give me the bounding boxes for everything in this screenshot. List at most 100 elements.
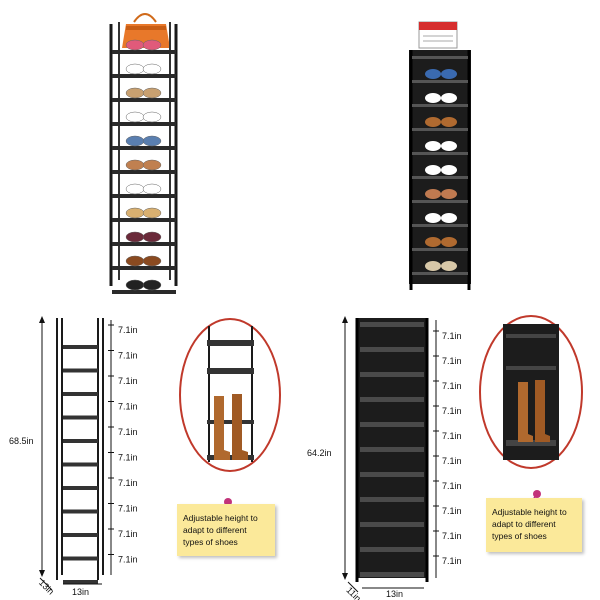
shelf [63, 533, 98, 537]
shoe-icon [441, 237, 457, 247]
shelf [63, 345, 98, 349]
shoe-icon [425, 117, 441, 127]
calendar-icon [418, 21, 458, 49]
shoe-icon [142, 279, 162, 291]
shelf [360, 497, 424, 502]
shoe-icon [125, 111, 145, 123]
depth-label-right: 11in [344, 585, 363, 600]
shoe-icon [425, 189, 441, 199]
shelf [63, 509, 98, 514]
shoe-icon [425, 237, 441, 247]
shelf-gap-label: 7.1in [118, 478, 138, 488]
shelf-gap-label: 7.1in [118, 555, 138, 565]
shoe-icon [125, 159, 145, 171]
note-text: Adjustable height to adapt to different … [492, 507, 567, 541]
shelf-gap-label: 7.1in [118, 351, 138, 361]
adjustable-height-note-left: Adjustable height to adapt to different … [177, 504, 275, 556]
shoe-icon [125, 39, 145, 51]
shelf [412, 200, 468, 203]
shelf-gap-label: 7.1in [118, 529, 138, 539]
shelf [412, 176, 468, 179]
height-label-left: 68.5in [9, 436, 34, 446]
shoe-icon [425, 261, 441, 271]
adjustable-height-note-right: Adjustable height to adapt to different … [486, 498, 582, 552]
shelf [112, 170, 176, 174]
shoe-icon [125, 279, 145, 291]
shelf-gap-label: 7.1in [442, 406, 462, 416]
shelf-gap-label: 7.1in [442, 381, 462, 391]
shoe-icon [125, 255, 145, 267]
shelf [360, 347, 424, 352]
shelf [112, 266, 176, 270]
shoe-icon [125, 207, 145, 219]
shelf [412, 80, 468, 83]
shoe-icon [142, 159, 162, 171]
shelf [112, 50, 176, 54]
shoe-icon [142, 255, 162, 267]
fabric-shoe-rack-photo [409, 21, 471, 290]
shelf [112, 122, 176, 126]
shelf [112, 146, 176, 150]
shoe-icon [441, 189, 457, 199]
shoe-icon [125, 63, 145, 75]
shelf [360, 447, 424, 452]
fabric-rack-dimension-diagram: 7.1in 7.1in 7.1in 7.1in 7.1in 7.1in 7.1in 7.1in… [342, 316, 462, 593]
depth-label-left: 13in [37, 578, 56, 597]
shoe-icon [425, 213, 441, 223]
boots-icon [518, 380, 550, 442]
shoe-icon [142, 39, 162, 51]
shelf-gap-label: 7.1in [118, 376, 138, 386]
shelf [412, 152, 468, 155]
shoe-icon [142, 111, 162, 123]
shelf-gap-label: 7.1in [442, 456, 462, 466]
shoe-icon [441, 117, 457, 127]
shelf-gap-label: 7.1in [118, 325, 138, 335]
shelf-gap-label: 7.1in [442, 481, 462, 491]
shoe-icon [142, 87, 162, 99]
shelf-gap-label: 7.1in [442, 506, 462, 516]
width-label-left: 13in [72, 587, 89, 597]
shelf [63, 486, 98, 490]
mesh-rack-dimension-diagram: 7.1in 7.1in 7.1in 7.1in 7.1in 7.1in 7.1in 7.1in… [39, 316, 138, 591]
shelf-gap-label: 7.1in [442, 531, 462, 541]
mesh-shoe-rack-photo [109, 13, 178, 294]
shelf [360, 372, 424, 377]
shelf-gap-label: 7.1in [442, 331, 462, 341]
shoe-icon [441, 93, 457, 103]
shelf-gap-label: 7.1in [118, 453, 138, 463]
height-label-right: 64.2in [307, 448, 332, 458]
shelf [412, 248, 468, 251]
shelf-gap-label: 7.1in [118, 504, 138, 514]
shoe-icon [425, 93, 441, 103]
shelf [360, 422, 424, 427]
shoe-icon [441, 165, 457, 175]
shelf [412, 128, 468, 131]
shelf [360, 322, 424, 327]
boots-icon [214, 394, 248, 460]
shelf-gap-label: 7.1in [442, 356, 462, 366]
shoe-icon [441, 69, 457, 79]
shelf [360, 547, 424, 552]
width-label-right: 13in [386, 589, 403, 599]
shelf [360, 572, 424, 577]
shelf [112, 98, 176, 102]
boot-shelf-callout-left [179, 318, 281, 472]
shelf [412, 104, 468, 107]
shoe-icon [142, 231, 162, 243]
shoe-icon [125, 231, 145, 243]
shoe-icon [425, 69, 441, 79]
shoe-icon [142, 183, 162, 195]
shoe-icon [125, 183, 145, 195]
shoe-icon [142, 63, 162, 75]
shoe-icon [125, 87, 145, 99]
shelf [412, 56, 468, 59]
shoe-icon [441, 261, 457, 271]
shelf [360, 472, 424, 477]
shoe-icon [425, 165, 441, 175]
shoe-icon [441, 141, 457, 151]
shelf-gap-label: 7.1in [118, 402, 138, 412]
shelf-gap-label: 7.1in [442, 431, 462, 441]
note-text: Adjustable height to adapt to different … [183, 513, 258, 547]
shelf [412, 272, 468, 275]
shelf-gap-label: 7.1in [442, 556, 462, 566]
